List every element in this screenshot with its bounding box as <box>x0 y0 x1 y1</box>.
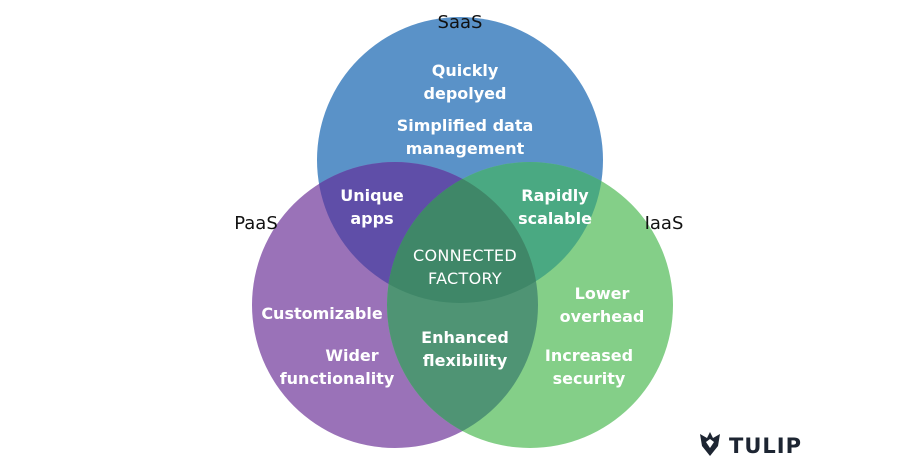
saas-iaas-line-1: Rapidly <box>521 186 589 205</box>
paas-only-line-1: Customizable <box>261 304 383 323</box>
paas-set-label: PaaS <box>234 213 278 234</box>
saas-set-label: SaaS <box>438 12 483 33</box>
center-line-2: FACTORY <box>428 269 502 288</box>
tulip-logo-icon <box>697 431 723 461</box>
saas-paas-line-2: apps <box>350 209 393 228</box>
iaas-set-label: IaaS <box>645 213 684 234</box>
paas-iaas-line-2: flexibility <box>423 351 508 370</box>
iaas-only-line-4: security <box>553 369 626 388</box>
paas-iaas-line-1: Enhanced <box>421 328 509 347</box>
saas-only-line-4: management <box>406 139 525 158</box>
iaas-only-line-2: overhead <box>560 307 645 326</box>
iaas-only-line-3: Increased <box>545 346 633 365</box>
paas-only-line-2: Wider <box>325 346 378 365</box>
paas-only-line-3: functionality <box>280 369 395 388</box>
saas-only-line-1: Quickly <box>432 61 499 80</box>
saas-iaas-line-2: scalable <box>518 209 592 228</box>
brand-logo: TULIP <box>697 431 802 461</box>
saas-only-line-3: Simplified data <box>397 116 534 135</box>
center-overlap <box>387 162 538 303</box>
saas-only-line-2: depolyed <box>424 84 507 103</box>
brand-name: TULIP <box>729 434 802 458</box>
iaas-only-line-1: Lower <box>575 284 630 303</box>
center-line-1: CONNECTED <box>413 246 517 265</box>
saas-paas-line-1: Unique <box>340 186 404 205</box>
